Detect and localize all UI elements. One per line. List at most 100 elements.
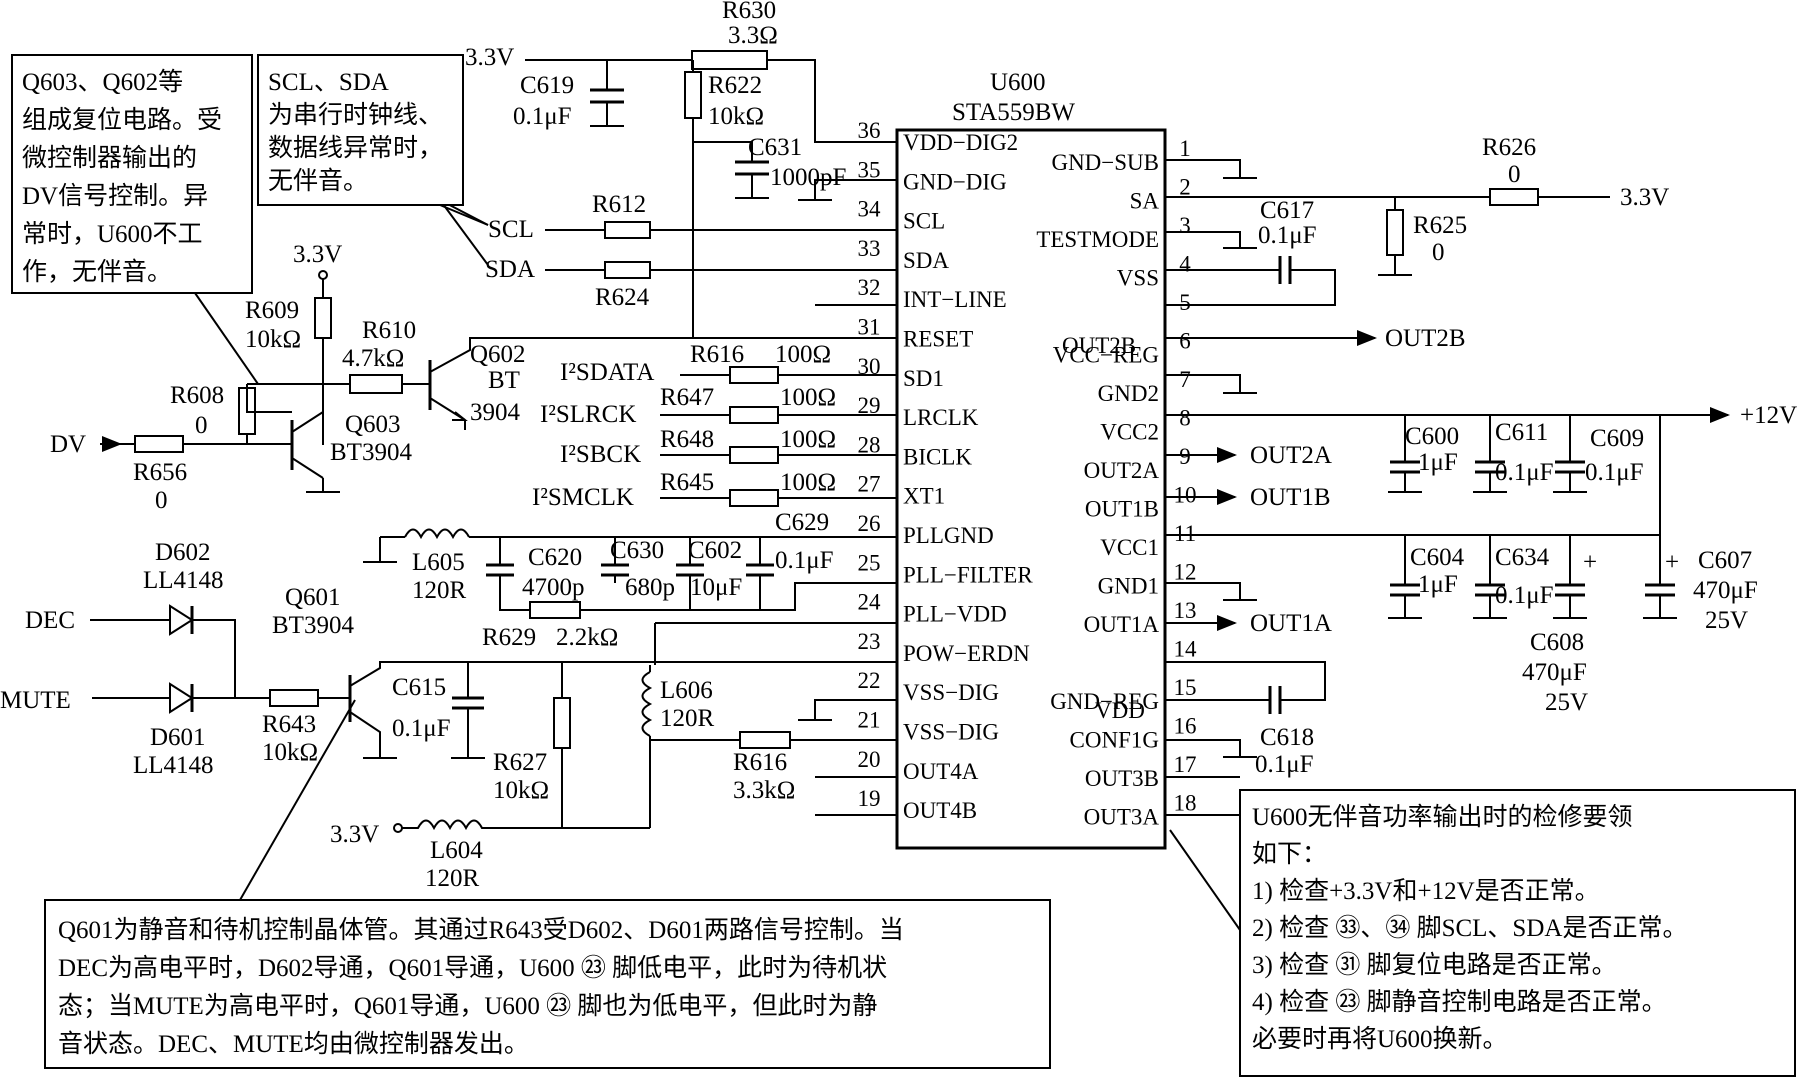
q603-value: BT3904 (330, 439, 412, 466)
note-line: 2) 检查 ㉝、㉞ 脚SCL、SDA是否正常。 (1252, 914, 1687, 942)
i2smclk-label: I²SMCLK (532, 484, 634, 511)
r616b-value: 3.3kΩ (733, 777, 795, 804)
i2slrck-label: I²SLRCK (540, 401, 636, 428)
chip-pin-name: GND2 (1098, 381, 1159, 406)
chip-pin-name: OUT1A (1084, 612, 1160, 637)
chip-pin-name: GND−REG (1050, 689, 1159, 714)
note-line: 作，无伴音。 (22, 258, 172, 286)
chip-out2b-label: OUT2B (1062, 333, 1136, 358)
chip-vdd-label: VDD (1095, 698, 1145, 723)
c615-label: C615 (392, 674, 446, 701)
c611-value: 0.1μF (1495, 459, 1554, 486)
l604-value: 120R (425, 865, 480, 892)
chip-pin-name: OUT3A (1084, 805, 1160, 830)
chip-pin-number: 30 (858, 354, 881, 379)
r656-value: 0 (155, 487, 168, 514)
chip-pin-name: XT1 (903, 484, 945, 509)
chip-pin-name: GND−DIG (903, 169, 1007, 194)
out2a-label: OUT2A (1250, 442, 1332, 469)
c631-label: C631 (748, 134, 802, 161)
l606-label: L606 (660, 677, 713, 704)
chip-pin-name: VCC2 (1100, 420, 1159, 445)
i2s-inputs: I²SDATA I²SLRCK I²SBCK I²SMCLK R616 100Ω… (532, 341, 897, 511)
r647-value: 100Ω (780, 384, 836, 411)
chip-pin-name: GND1 (1098, 574, 1159, 599)
chip-pin-number: 24 (858, 590, 882, 615)
chip-pin-name: PLLGND (903, 523, 994, 548)
chip-pin-number: 18 (1174, 791, 1197, 816)
note-line: Q601为静音和待机控制晶体管。其通过R643受D602、D601两路信号控制。… (58, 916, 904, 944)
c630-label: C630 (610, 537, 664, 564)
chip-pin-name: RESET (903, 327, 973, 352)
r616b-label: R616 (733, 749, 787, 776)
note-line: SCL、SDA (268, 69, 389, 96)
r645-label: R645 (660, 469, 714, 496)
chip-pin-number: 26 (858, 511, 881, 536)
mute-label: MUTE (0, 687, 71, 714)
chip-pin-number: 12 (1174, 560, 1197, 585)
c608-value: 470μF (1522, 659, 1587, 686)
r609-label: R609 (245, 297, 299, 324)
c607-value: 470μF (1693, 577, 1758, 604)
d601-label: D601 (150, 724, 206, 751)
chip-pin-name: GND−SUB (1051, 150, 1159, 175)
r648-label: R648 (660, 426, 714, 453)
chip-model: STA559BW (952, 99, 1075, 126)
note-line: U600无伴音功率输出时的检修要领 (1252, 803, 1633, 831)
c609-value: 0.1μF (1585, 459, 1644, 486)
c604-value: 1μF (1418, 571, 1458, 598)
i2c-lines: SCL SDA R612 R624 (439, 191, 897, 339)
d602-value: LL4148 (143, 567, 224, 594)
r648-value: 100Ω (780, 426, 836, 453)
out2b-label: OUT2B (1385, 325, 1466, 352)
chip-pin-name: INT−LINE (903, 287, 1007, 312)
chip-pin-name: SCL (903, 209, 945, 234)
c611-label: C611 (1495, 419, 1548, 446)
top-supply: 3.3V R630 3.3Ω C619 0.1μF R622 10kΩ C631… (465, 0, 897, 338)
r627-label: R627 (493, 749, 547, 776)
chip-pin-name: PLL−VDD (903, 602, 1007, 627)
chip-pin-number: 13 (1174, 598, 1197, 623)
v33-reset-label: 3.3V (293, 241, 342, 268)
chip-pin-number: 17 (1174, 752, 1197, 777)
chip-pin-name: OUT2A (1084, 458, 1160, 483)
chip-pin-number: 19 (858, 786, 881, 811)
c607-voltage: 25V (1705, 607, 1748, 634)
chip-pin-number: 8 (1179, 406, 1191, 431)
q602-line2: BT (488, 367, 520, 394)
chip-pin-name: OUT3B (1085, 766, 1159, 791)
r625-value: 0 (1432, 239, 1445, 266)
note-line: DEC为高电平时，D602导通，Q601导通，U600 ㉓ 脚低电平，此时为待机… (58, 954, 887, 982)
r612-label: R612 (592, 191, 646, 218)
c619-label: C619 (520, 72, 574, 99)
r622-value: 10kΩ (708, 103, 764, 130)
r627-value: 10kΩ (493, 777, 549, 804)
v12-label: +12V (1740, 402, 1797, 429)
chip-pin-number: 22 (858, 668, 881, 693)
chip-pin-name: PLL−FILTER (903, 562, 1033, 587)
note-line: 态；当MUTE为高电平时，Q601导通，U600 ㉓ 脚也为低电平，但此时为静 (58, 992, 877, 1020)
i2sdata-label: I²SDATA (560, 359, 654, 386)
pll-filter: C629 0.1μF L605 120R C620 4700p C630 680… (363, 509, 897, 665)
chip-pin-number: 4 (1179, 252, 1191, 277)
c631-value: 1000pF (770, 164, 846, 191)
chip-pin-name: OUT4A (903, 759, 979, 784)
reset-note-box: Q603、Q602等组成复位电路。受微控制器输出的DV信号控制。异常时，U600… (11, 54, 259, 385)
chip-pin-name: LRCLK (903, 405, 979, 430)
out1a-label: OUT1A (1250, 610, 1332, 637)
q602-line3: 3904 (470, 399, 521, 426)
r608-label: R608 (170, 382, 224, 409)
l605-value: 120R (412, 577, 467, 604)
chip-pin-number: 5 (1179, 290, 1191, 315)
r626-value: 0 (1508, 161, 1521, 188)
c620-value: 4700p (522, 574, 585, 601)
c629-label: C629 (775, 509, 829, 536)
chip-pin-number: 16 (1174, 714, 1197, 739)
v33-right-label: 3.3V (1620, 184, 1669, 211)
note-line: 3) 检查 ㉛ 脚复位电路是否正常。 (1252, 951, 1617, 979)
chip-pin-name: SD1 (903, 366, 944, 391)
chip-pin-name: VCC−REG (1053, 343, 1159, 368)
chip-pin-name: OUT4B (903, 798, 977, 823)
r630-label: R630 (722, 0, 776, 24)
